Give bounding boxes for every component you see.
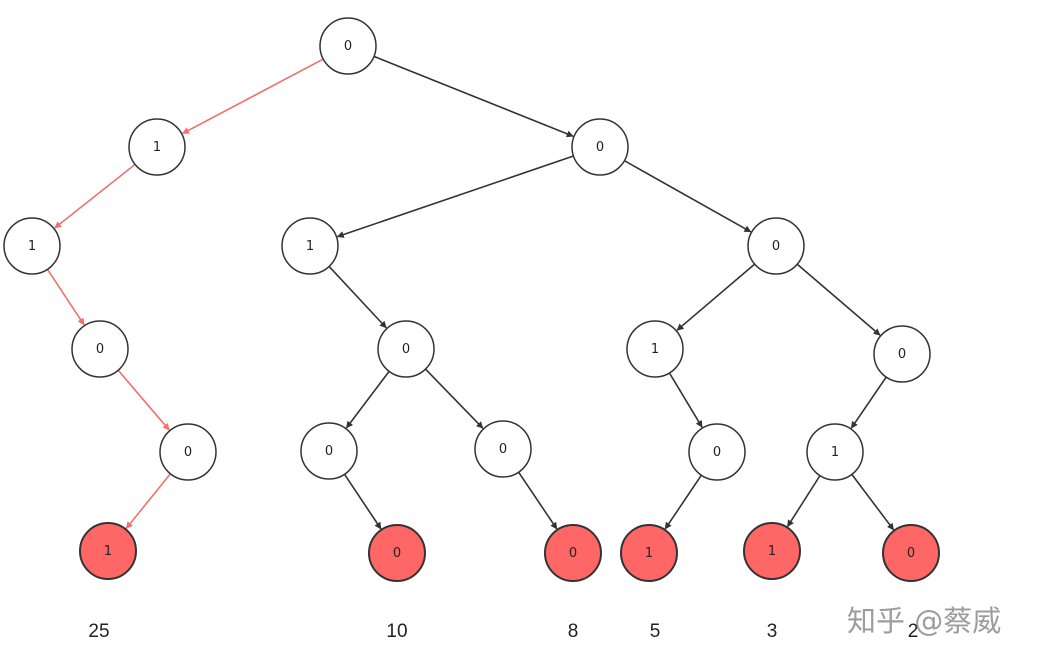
node-label: 0: [96, 342, 104, 357]
node-circle: [873, 325, 931, 383]
node-label: 1: [104, 544, 112, 559]
edge-n9-n15: [424, 368, 484, 429]
node-label: 1: [651, 342, 659, 357]
tree-node-n2: 0: [571, 118, 629, 176]
tree-node-n14: 0: [300, 422, 358, 480]
tree-node-n15: 0: [474, 420, 532, 478]
node-circle: [377, 320, 435, 378]
leaf-value-label: 2: [908, 621, 919, 642]
highlighted-edge-n6-n7: [125, 473, 172, 529]
watermark: 知乎 @蔡威: [847, 604, 1001, 638]
node-label: 0: [596, 140, 604, 155]
node-circle: [128, 118, 186, 176]
node-label: 0: [184, 445, 192, 460]
node-label: 1: [28, 239, 36, 254]
node-circle: [368, 524, 426, 582]
node-circle: [626, 320, 684, 378]
edge-n10-n16: [668, 372, 703, 428]
edge-n8-n9: [328, 265, 387, 329]
node-circle: [474, 420, 532, 478]
node-label: 1: [768, 544, 776, 559]
nodes-layer: 0 1 0 1 0 0 0 1 1 0 1 0 0 0 0 1 0 0 1 1 0: [3, 17, 940, 582]
node-label: 0: [907, 546, 915, 561]
edge-n17-n22: [851, 473, 895, 531]
node-label: 1: [645, 546, 653, 561]
node-circle: [882, 524, 940, 582]
edges-layer: [46, 55, 895, 531]
node-circle: [79, 522, 137, 580]
node-circle: [159, 423, 217, 481]
node-label: 0: [393, 546, 401, 561]
node-circle: [281, 217, 339, 275]
leaf-value-label: 10: [386, 621, 407, 642]
leaf-value-label: 5: [650, 621, 661, 642]
edge-n16-n20: [664, 474, 703, 530]
node-label: 0: [499, 442, 507, 457]
leaf-node-n18: 0: [368, 524, 426, 582]
tree-node-n6: 0: [159, 423, 217, 481]
node-label: 0: [713, 445, 721, 460]
node-circle: [688, 423, 746, 481]
leaf-node-n21: 1: [743, 522, 801, 580]
edge-n0-n2: [373, 55, 574, 138]
node-circle: [3, 217, 61, 275]
node-circle: [319, 17, 377, 75]
tree-node-n16: 0: [688, 423, 746, 481]
leaf-node-n20: 1: [620, 524, 678, 582]
node-circle: [743, 522, 801, 580]
tree-node-n3: 1: [3, 217, 61, 275]
node-circle: [620, 524, 678, 582]
leaf-node-n7: 1: [79, 522, 137, 580]
leaf-value-label: 8: [568, 621, 579, 642]
edge-n4-n10: [676, 263, 756, 331]
edge-n4-n11: [796, 263, 881, 336]
node-label: 1: [831, 445, 839, 460]
node-label: 0: [898, 347, 906, 362]
tree-node-n11: 0: [873, 325, 931, 383]
node-circle: [747, 217, 805, 275]
tree-node-n1: 1: [128, 118, 186, 176]
node-circle: [544, 524, 602, 582]
tree-node-n10: 1: [626, 320, 684, 378]
node-circle: [571, 118, 629, 176]
node-label: 1: [306, 239, 314, 254]
tree-node-n5: 0: [71, 320, 129, 378]
leaf-node-n22: 0: [882, 524, 940, 582]
tree-node-n0: 0: [319, 17, 377, 75]
edge-n17-n21: [786, 475, 821, 528]
edge-n14-n18: [343, 473, 382, 530]
edge-n11-n17: [850, 376, 887, 429]
edge-n9-n14: [345, 370, 390, 429]
node-label: 0: [569, 546, 577, 561]
tree-node-n17: 1: [806, 423, 864, 481]
highlighted-edge-n5-n6: [117, 369, 170, 431]
node-label: 0: [325, 444, 333, 459]
node-label: 1: [153, 140, 161, 155]
node-label: 0: [344, 39, 352, 54]
node-circle: [806, 423, 864, 481]
leaf-value-label: 25: [88, 621, 109, 642]
tree-node-n4: 0: [747, 217, 805, 275]
edge-n15-n19: [517, 471, 558, 530]
edge-n2-n4: [624, 160, 752, 233]
leaf-values-row: 25 10 8 5 3 2: [88, 621, 918, 642]
node-circle: [300, 422, 358, 480]
highlighted-edge-n0-n1: [182, 58, 324, 135]
leaf-value-label: 3: [767, 621, 778, 642]
node-circle: [71, 320, 129, 378]
leaf-node-n19: 0: [544, 524, 602, 582]
highlighted-edge-n1-n3: [54, 163, 136, 229]
highlighted-edge-n3-n5: [46, 268, 85, 326]
edge-n2-n8: [336, 155, 574, 238]
tree-node-n9: 0: [377, 320, 435, 378]
node-label: 0: [402, 342, 410, 357]
node-label: 0: [772, 239, 780, 254]
tree-node-n8: 1: [281, 217, 339, 275]
